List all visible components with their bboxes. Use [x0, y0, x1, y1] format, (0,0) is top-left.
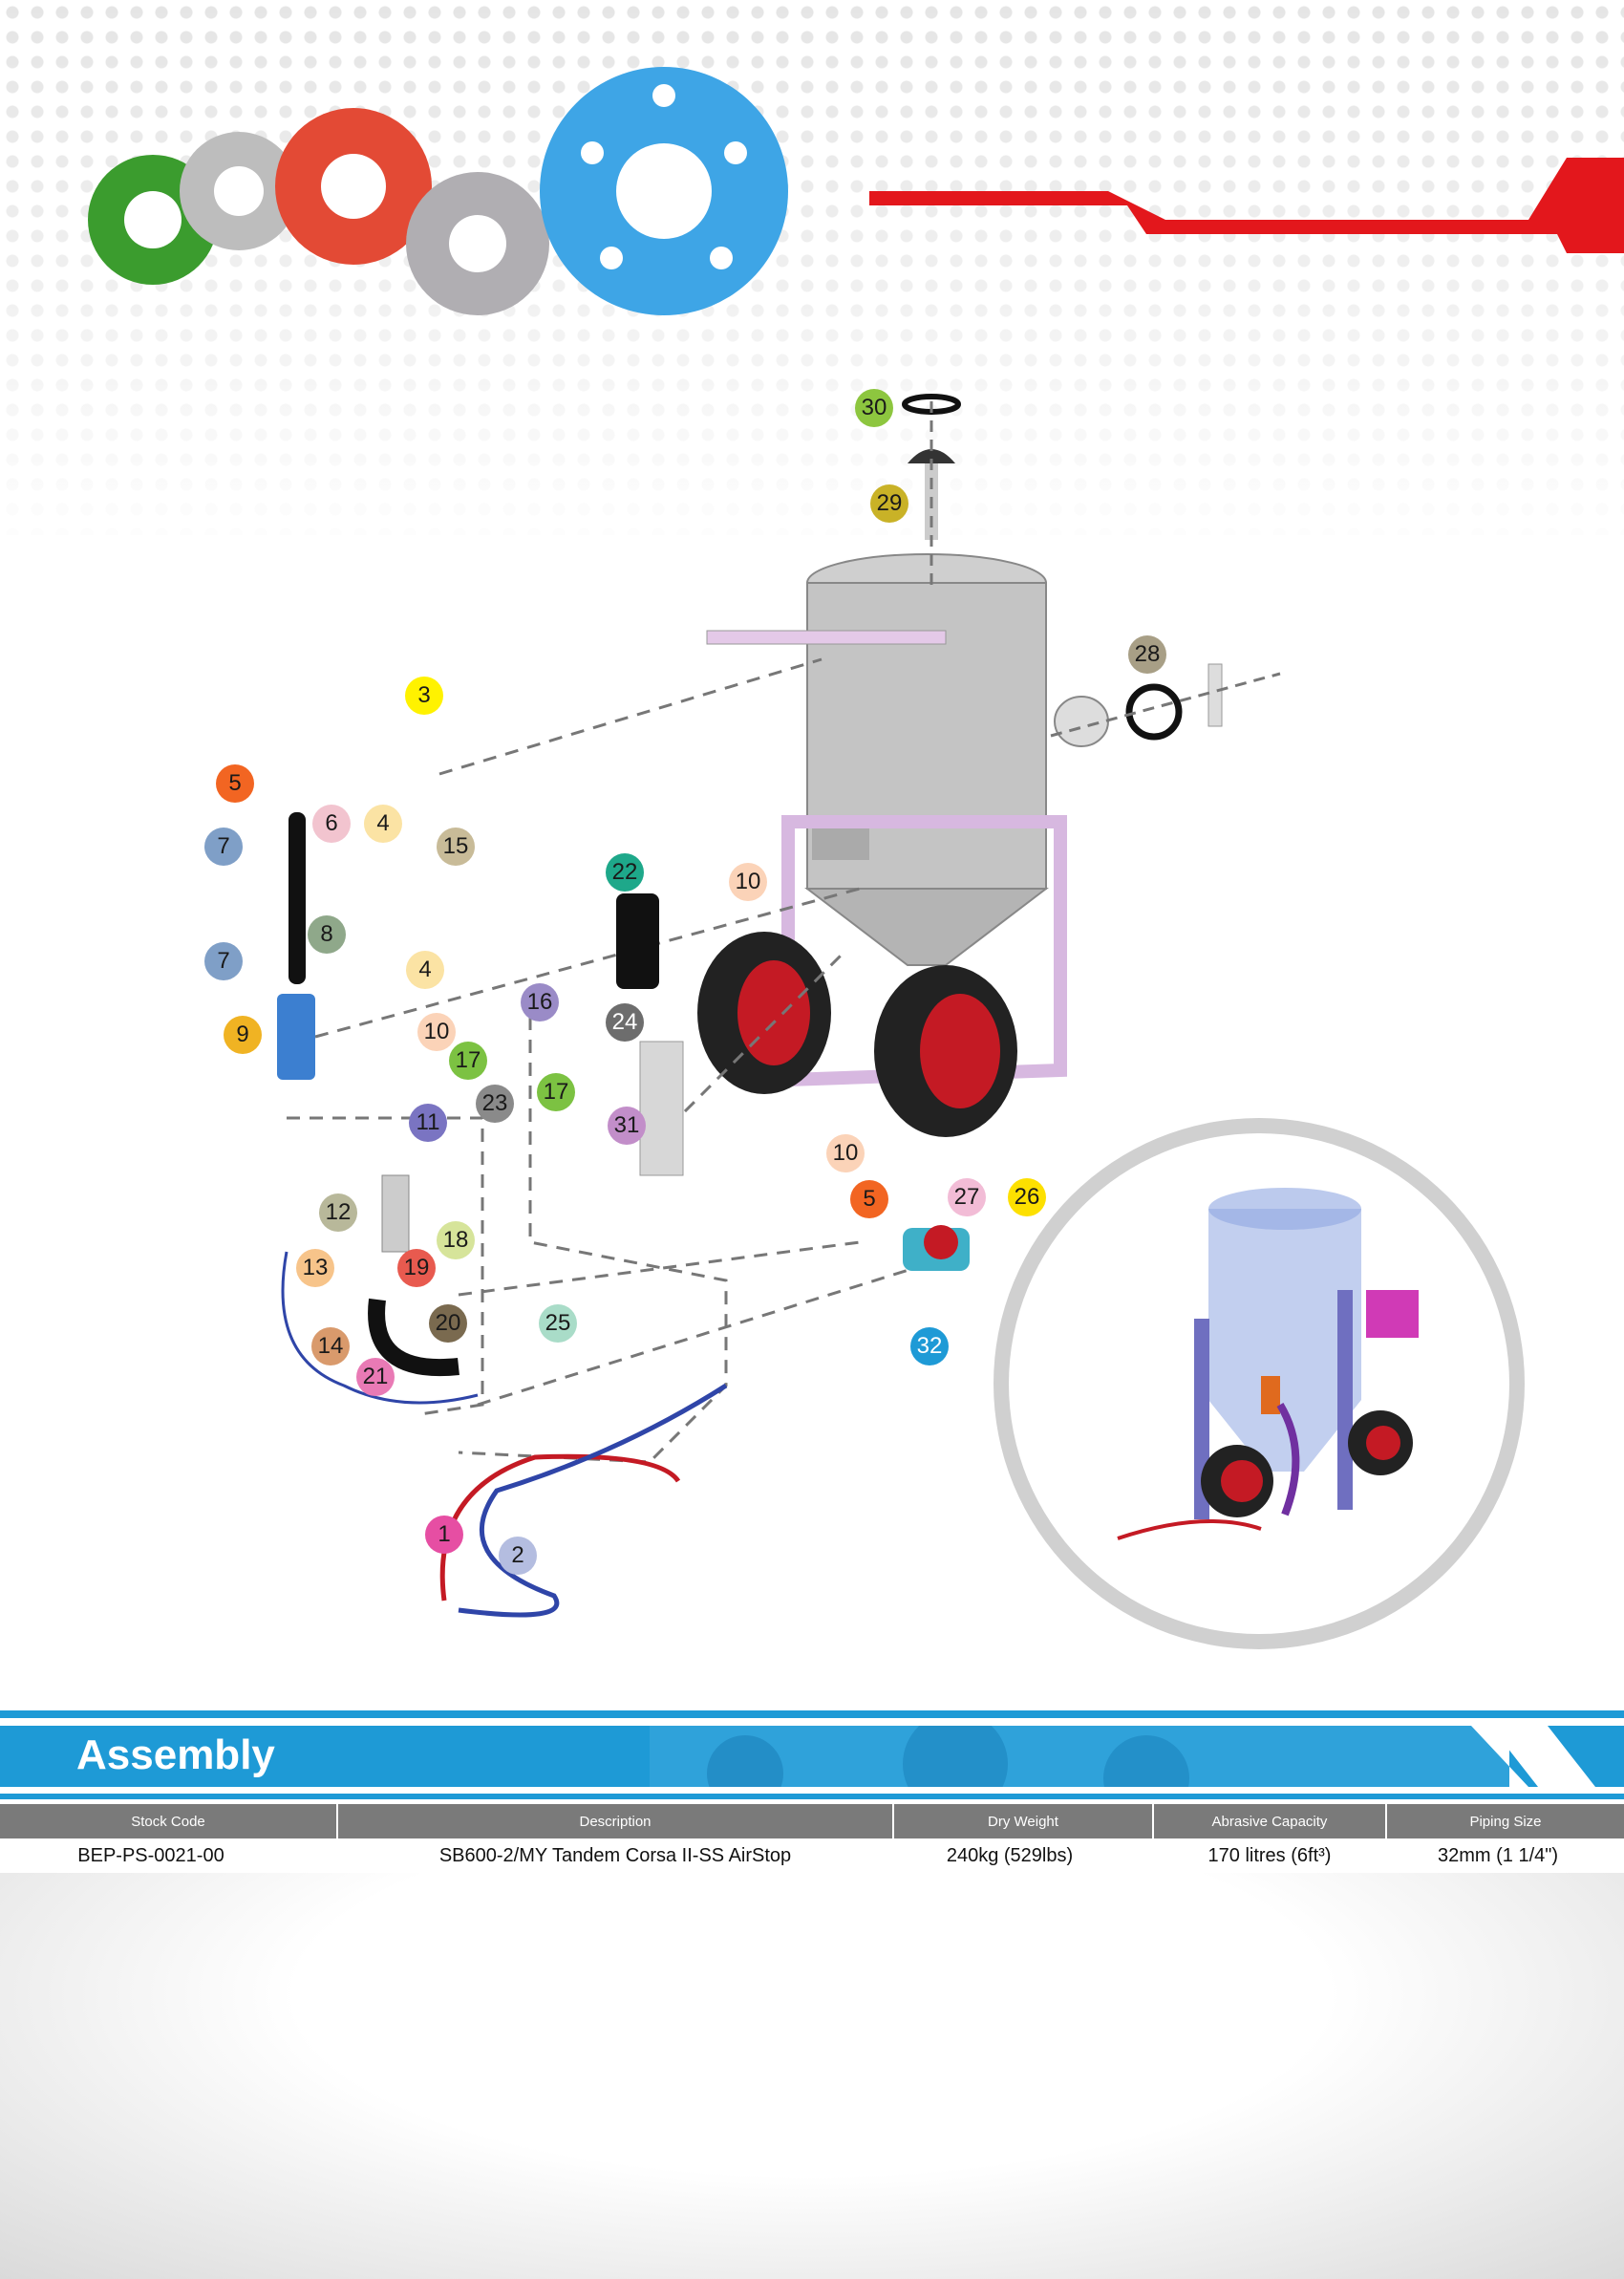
blue-hose-part	[458, 1383, 728, 1618]
part-badge-4b: 4	[406, 951, 444, 989]
gear-grey-small-icon	[180, 132, 298, 250]
cell-stock-code: BEP-PS-0021-00	[77, 1844, 224, 1866]
cell-dry-weight: 240kg (529lbs)	[946, 1844, 1074, 1866]
part-badge-21: 21	[356, 1358, 395, 1396]
inspection-door-part	[1054, 696, 1109, 747]
part-badge-17b: 17	[537, 1073, 575, 1111]
col-header-stock-code: Stock Code	[131, 1813, 205, 1830]
bracket-part	[639, 1041, 684, 1176]
moisture-filter-part	[616, 893, 659, 989]
table-header	[0, 1804, 1624, 1838]
part-badge-2: 2	[499, 1537, 537, 1575]
col-divider	[1152, 1804, 1154, 1838]
part-badge-5: 5	[216, 764, 254, 803]
assembled-view-inset	[994, 1118, 1525, 1649]
part-badge-14: 14	[311, 1327, 350, 1365]
part-badge-23: 23	[476, 1085, 514, 1123]
col-header-dry-weight: Dry Weight	[988, 1813, 1058, 1830]
part-badge-10b: 10	[417, 1013, 456, 1051]
part-badge-1: 1	[425, 1516, 463, 1554]
part-badge-20: 20	[429, 1304, 467, 1343]
silencer-part	[277, 994, 315, 1080]
part-badge-31: 31	[608, 1107, 646, 1145]
control-line-part	[281, 1251, 479, 1405]
part-badge-13: 13	[296, 1249, 334, 1287]
part-badge-9: 9	[224, 1016, 262, 1054]
part-badge-18: 18	[437, 1221, 475, 1259]
exploded-assembly-diagram	[88, 67, 1624, 1649]
col-header-abrasive-capacity: Abrasive Capacity	[1211, 1813, 1328, 1830]
gear-grey-icon	[406, 172, 549, 315]
gasket-part	[1125, 683, 1183, 741]
part-badge-3: 3	[405, 677, 443, 715]
header-gear-decoration	[650, 1726, 1595, 1787]
part-badge-11: 11	[409, 1104, 447, 1142]
part-badge-10c: 10	[826, 1134, 865, 1172]
part-badge-4: 4	[364, 805, 402, 843]
background-fade	[0, 0, 1624, 669]
part-badge-10: 10	[729, 863, 767, 901]
part-badge-8: 8	[308, 915, 346, 954]
red-stripe-decoration	[869, 158, 1624, 253]
part-badge-12: 12	[319, 1193, 357, 1232]
header-band-top-line	[0, 1710, 1624, 1718]
cell-piping-size: 32mm (1 1/4")	[1437, 1844, 1559, 1866]
valve-body-part	[381, 1174, 410, 1253]
section-title: Assembly	[76, 1731, 275, 1778]
part-badge-28: 28	[1128, 635, 1166, 674]
col-divider	[1385, 1804, 1387, 1838]
gear-blue-icon	[540, 67, 788, 315]
hose-part	[288, 812, 306, 984]
cell-description: SB600-2/MY Tandem Corsa II-SS AirStop	[438, 1844, 792, 1866]
page-bottom-background	[0, 1873, 1624, 2279]
part-badge-25: 25	[539, 1304, 577, 1343]
part-badge-22: 22	[606, 853, 644, 892]
part-badge-24: 24	[606, 1003, 644, 1042]
col-header-description: Description	[579, 1813, 652, 1830]
part-badge-15: 15	[437, 828, 475, 866]
col-divider	[892, 1804, 894, 1838]
part-badge-17: 17	[449, 1042, 487, 1080]
part-badge-27: 27	[948, 1178, 986, 1216]
part-badge-19: 19	[397, 1249, 436, 1287]
blast-pot-tank	[706, 553, 1049, 966]
col-header-piping-size: Piping Size	[1469, 1813, 1542, 1830]
part-badge-16: 16	[521, 983, 559, 1021]
col-divider	[336, 1804, 338, 1838]
wheel-left	[697, 932, 831, 1094]
part-badge-26: 26	[1008, 1178, 1046, 1216]
gear-red-icon	[275, 108, 432, 265]
part-badge-32: 32	[910, 1327, 949, 1365]
part-badge-6: 6	[312, 805, 351, 843]
part-badge-5b: 5	[850, 1180, 888, 1218]
cell-abrasive-capacity: 170 litres (6ft³)	[1207, 1844, 1332, 1866]
part-badge-29: 29	[870, 484, 908, 523]
part-badge-7: 7	[204, 828, 243, 866]
wheel-right	[874, 965, 1017, 1137]
header-band-bottom-line	[0, 1794, 1624, 1799]
pop-up-valve-part	[908, 449, 955, 463]
abrasive-hose-part	[368, 1298, 459, 1377]
red-hose-part	[439, 1453, 681, 1602]
valve-handle-part	[924, 1225, 958, 1259]
part-badge-7b: 7	[204, 942, 243, 980]
part-badge-30: 30	[855, 389, 893, 427]
